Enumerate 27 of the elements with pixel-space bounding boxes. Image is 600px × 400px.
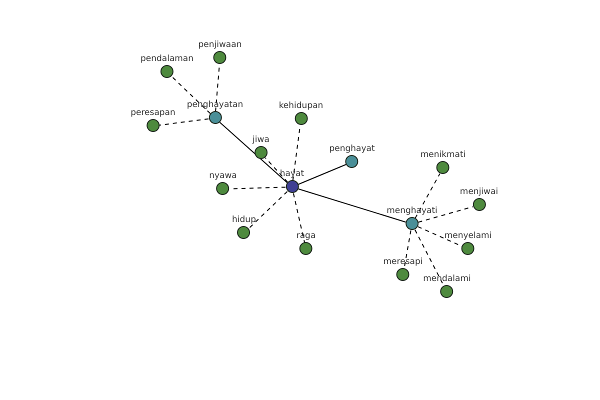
- node-label: penghayatan: [186, 100, 244, 110]
- node-label: menyelami: [444, 231, 492, 241]
- node-label: menghayati: [386, 206, 438, 216]
- dashed-connector: [292, 192, 306, 244]
- node-label: peresapan: [130, 108, 176, 118]
- connector-line: [219, 122, 288, 184]
- node-label: menikmati: [420, 150, 466, 160]
- node-label: kehidupan: [278, 101, 324, 111]
- dashed-connector: [248, 191, 288, 229]
- node-label: hayat: [280, 169, 304, 179]
- node-label: nyawa: [209, 171, 237, 181]
- dashed-connector: [264, 157, 288, 183]
- connector-line: [298, 164, 346, 185]
- dashed-connector: [171, 76, 211, 114]
- node-label: jiwa: [252, 135, 270, 145]
- dashed-connector: [418, 206, 474, 223]
- node-label: penjiwaan: [198, 40, 242, 50]
- node-label: mendalami: [423, 274, 471, 284]
- node-label: hidup: [232, 215, 256, 225]
- node-label: penghayat: [329, 144, 375, 154]
- node-label: pendalaman: [140, 54, 194, 64]
- node-label: meresapi: [383, 257, 423, 267]
- connector-line: [298, 188, 406, 223]
- node-label: menjiwai: [460, 187, 498, 197]
- dashed-connector: [414, 173, 440, 219]
- dashed-connector: [158, 118, 210, 126]
- node-label: raga: [296, 231, 316, 241]
